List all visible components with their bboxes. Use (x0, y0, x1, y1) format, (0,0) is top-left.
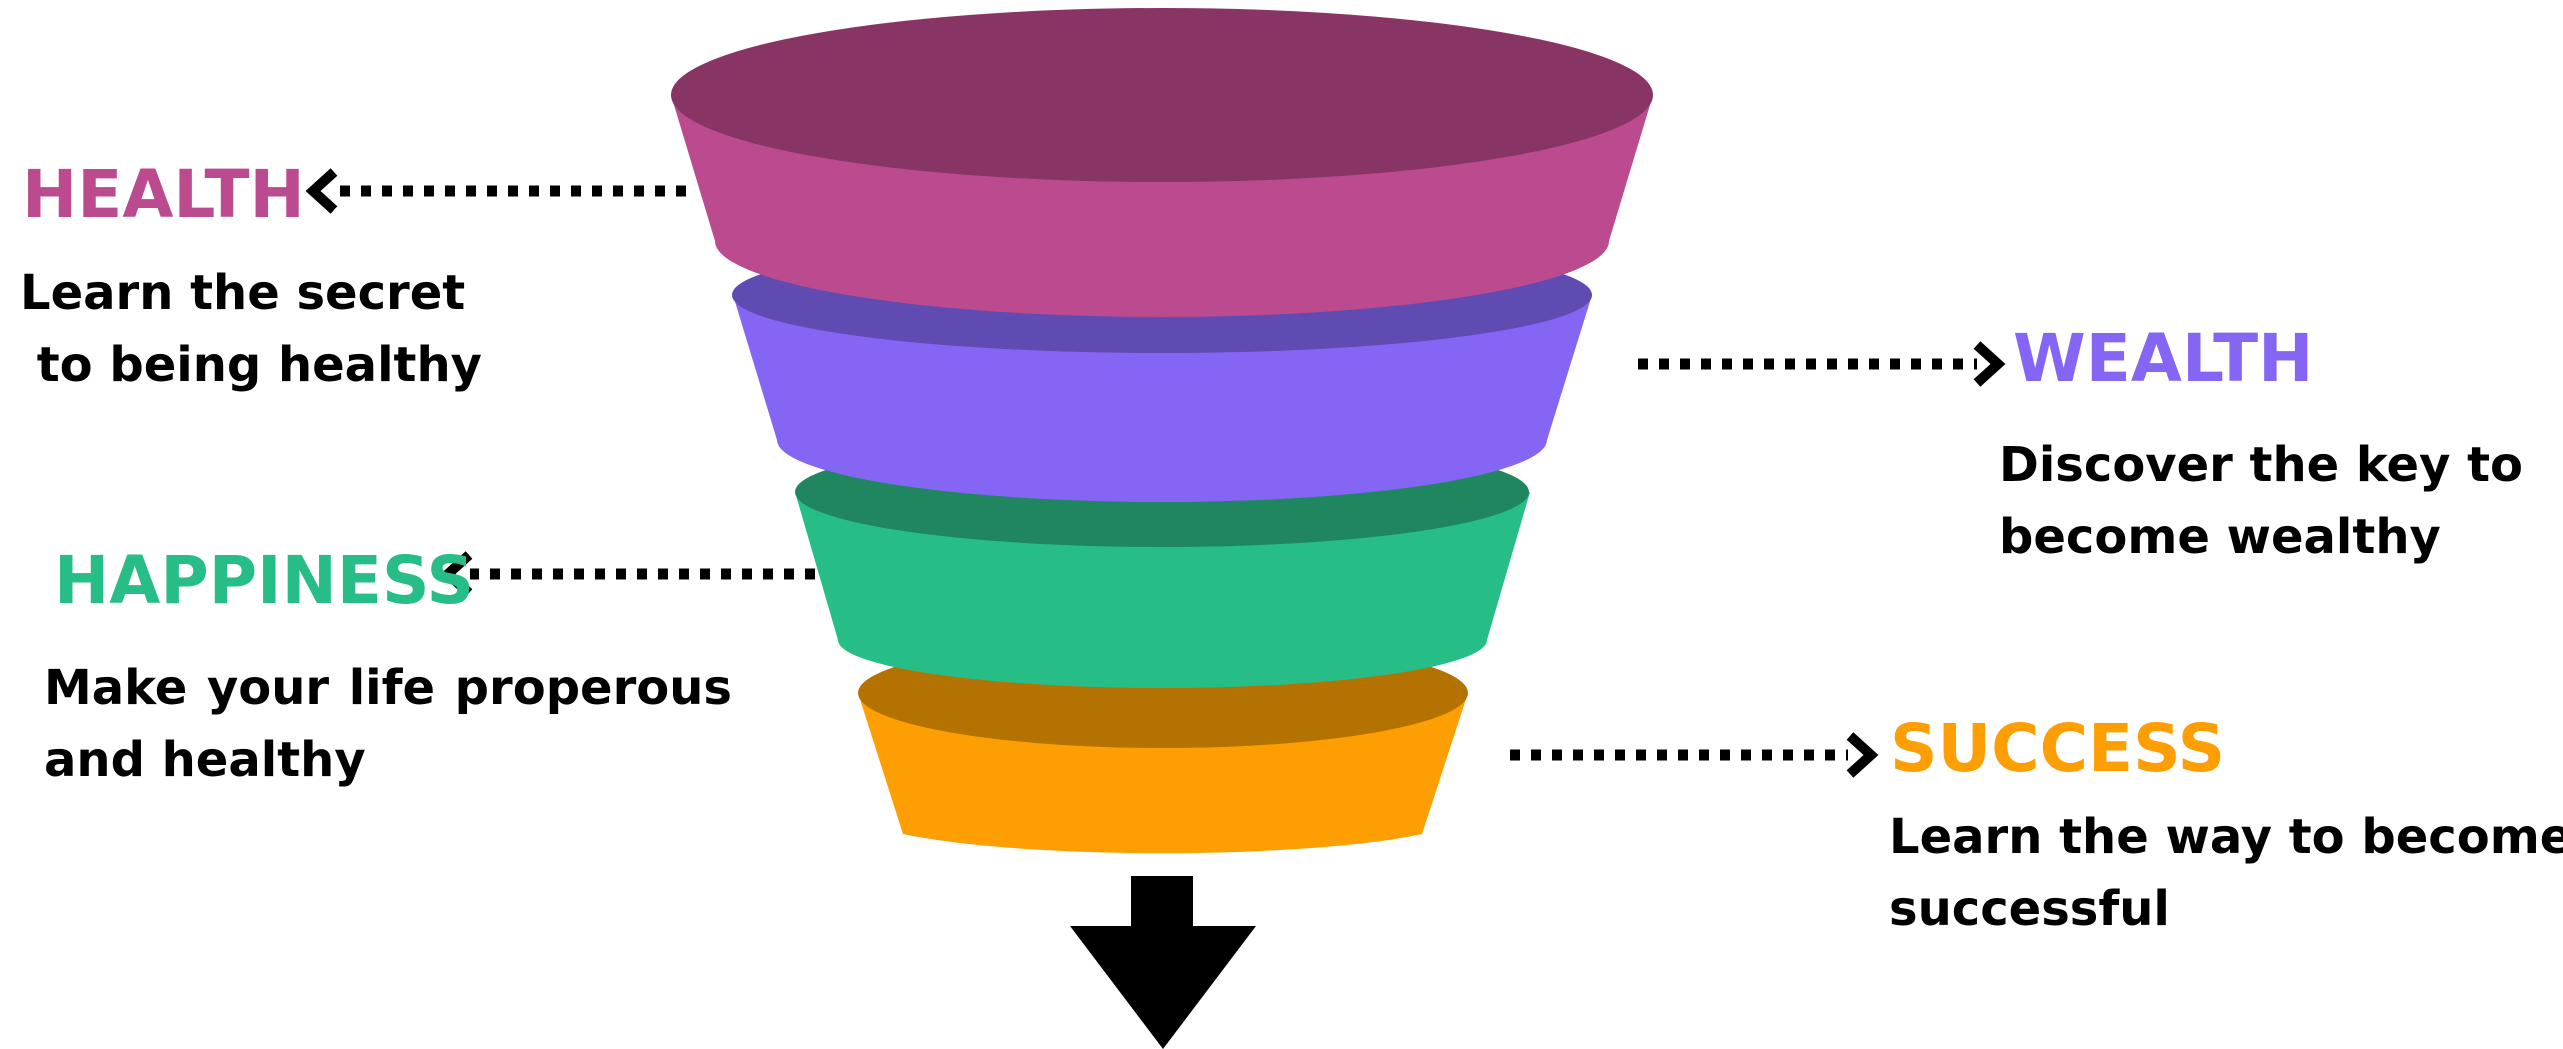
wealth-description-line: Discover the key to (1999, 437, 2524, 493)
funnel-layer-health (671, 8, 1653, 317)
happiness-description-line: and healthy (44, 732, 366, 788)
wealth-description: Discover the key to become wealthy (1999, 429, 2523, 573)
health-description-line: to being healthy (20, 337, 482, 393)
happiness-title: HAPPINESS (54, 542, 475, 619)
dotted-arrow-icon (305, 168, 686, 214)
funnel-layer-health-top (671, 8, 1653, 182)
wealth-description-line: become wealthy (1999, 509, 2441, 565)
happiness-description: Make your life properous and healthy (44, 652, 732, 796)
success-description-line: Learn the way to become (1889, 809, 2563, 865)
happiness-description-line: Make your life properous (44, 660, 732, 716)
success-description-line: successful (1889, 881, 2170, 937)
dotted-arrow-icon (1510, 732, 1879, 778)
funnel-layer-happiness-body (795, 492, 1530, 689)
wealth-title: WEALTH (2013, 320, 2314, 397)
dotted-arrow-icon (1638, 341, 2006, 387)
success-description: Learn the way to become successful (1889, 801, 2563, 945)
health-title: HEALTH (22, 156, 305, 233)
health-description: Learn the secret to being healthy (20, 257, 482, 401)
funnel-layer-wealth-body (733, 295, 1592, 502)
health-description-line: Learn the secret (20, 265, 466, 321)
success-title: SUCCESS (1890, 710, 2226, 787)
down-arrow-icon (1070, 876, 1256, 1049)
dotted-arrow-icon (440, 551, 815, 597)
